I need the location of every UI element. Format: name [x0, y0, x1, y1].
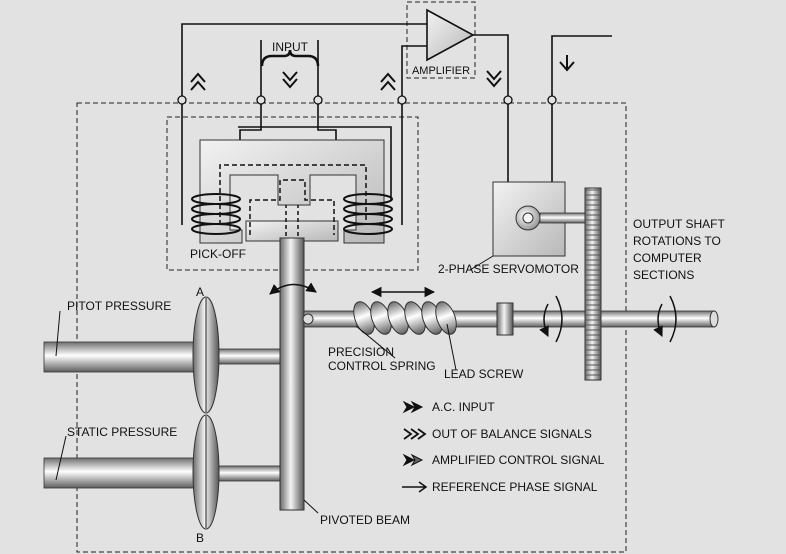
capsule-b-label: B — [196, 531, 204, 545]
lead-screw-label: LEAD SCREW — [444, 367, 524, 381]
enclosure-outline — [76, 102, 627, 553]
pick-off-assembly — [199, 139, 385, 244]
out-of-balance-arrow-icon — [190, 72, 206, 91]
labels: INPUT AMPLIFIER PICK-OFF 2-PHASE SERVOMO… — [67, 40, 725, 545]
amplifier-label: AMPLIFIER — [412, 65, 470, 77]
terminals — [177, 95, 557, 105]
servomotor-label: 2-PHASE SERVOMOTOR — [438, 262, 579, 276]
static-pipe — [43, 457, 200, 489]
wire-arrows — [190, 55, 575, 91]
output-label-line3: COMPUTER — [633, 251, 702, 265]
amplifier-symbol — [426, 8, 475, 62]
gear-teeth — [585, 189, 601, 376]
coils — [191, 193, 393, 235]
static-pressure-label: STATIC PRESSURE — [67, 425, 177, 439]
shaft-rotation-arrows — [539, 295, 677, 343]
legend: A.C. INPUT OUT OF BALANCE SIGNALS AMPLIF… — [402, 400, 605, 494]
pick-off-label: PICK-OFF — [190, 247, 246, 261]
double-shaded-arrow-icon — [402, 453, 424, 467]
pivoted-beam — [279, 237, 305, 511]
lead-screw-nut — [496, 302, 514, 336]
input-label: INPUT — [272, 40, 309, 54]
pitot-rod — [213, 348, 281, 365]
amplifier-outline — [406, 1, 476, 79]
output-label-line1: OUTPUT SHAFT — [633, 217, 725, 231]
static-rod — [213, 465, 281, 482]
leader-lines — [55, 255, 494, 514]
single-outline-arrow-icon — [402, 481, 428, 493]
pivoted-beam-label: PIVOTED BEAM — [320, 513, 410, 527]
spring-label-line1: PRECISION — [328, 345, 394, 359]
pitot-pressure-label: PITOT PRESSURE — [67, 299, 171, 313]
output-gear — [584, 187, 602, 381]
beam-rotation-arrow — [269, 282, 317, 295]
amplified-signal-arrow-icon — [486, 70, 502, 88]
reference-phase-arrow-icon — [559, 55, 575, 72]
legend-label-3: REFERENCE PHASE SIGNAL — [432, 480, 598, 494]
legend-label-0: A.C. INPUT — [432, 400, 495, 414]
legend-label-1: OUT OF BALANCE SIGNALS — [432, 427, 592, 441]
legend-label-2: AMPLIFIED CONTROL SIGNAL — [432, 453, 605, 467]
spring-label-line2: CONTROL SPRING — [328, 359, 436, 373]
double-outline-arrow-icon — [403, 428, 427, 440]
control-spring — [353, 301, 457, 335]
input-brace — [260, 49, 320, 67]
output-label-line4: SECTIONS — [633, 268, 694, 282]
capsule-a-label: A — [196, 285, 204, 299]
output-label-line2: ROTATIONS TO — [633, 234, 721, 248]
ac-input-arrow-icon — [282, 71, 298, 89]
out-of-balance-arrow-icon — [380, 72, 396, 91]
pitot-pipe — [43, 341, 200, 373]
double-filled-arrow-icon — [402, 400, 424, 414]
